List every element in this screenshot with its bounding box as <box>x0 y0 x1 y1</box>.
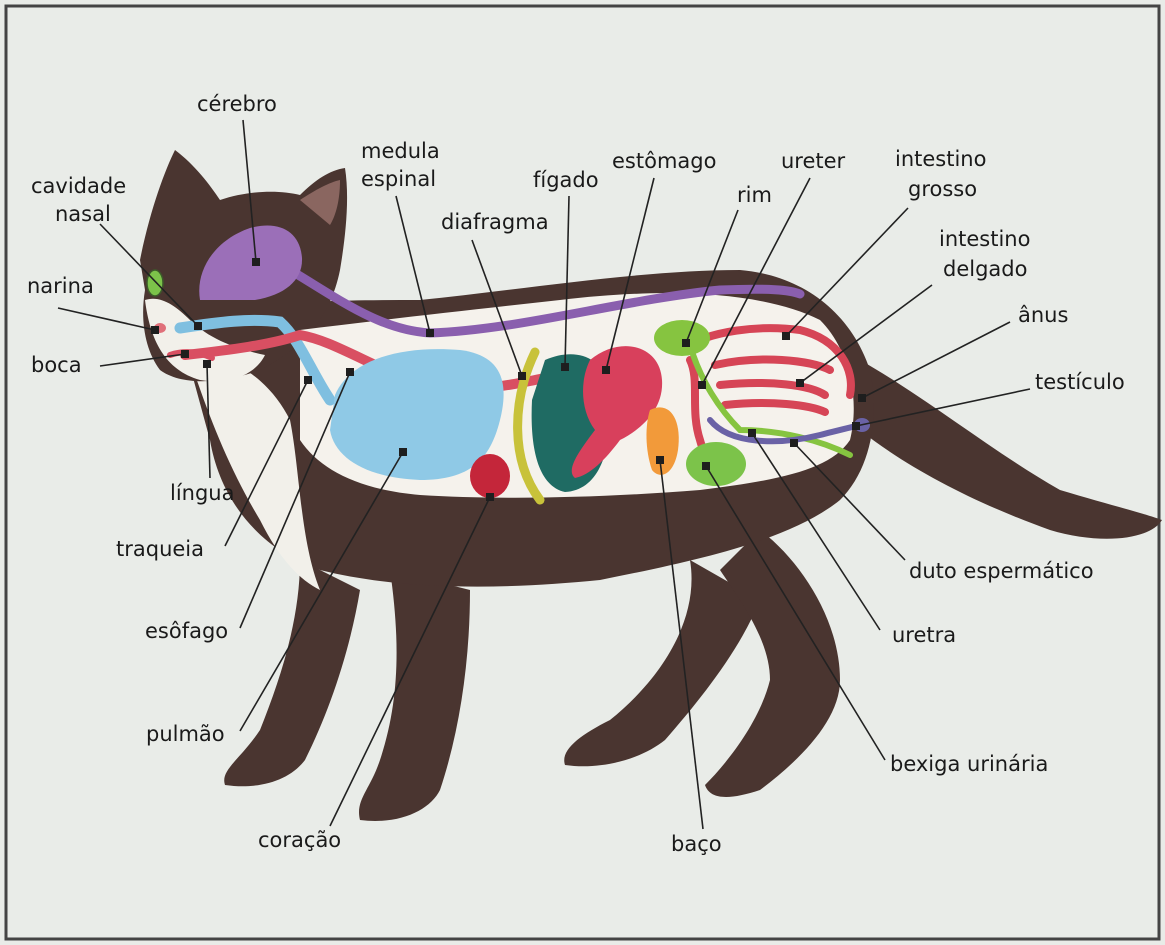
label-diafragma: diafragma <box>441 210 549 234</box>
dot-rim <box>682 339 690 347</box>
dot-narina <box>151 326 159 334</box>
label-intestino-delgado-1: intestino <box>939 227 1030 251</box>
dot-duto-espermatico <box>790 439 798 447</box>
cat-front-leg-front <box>359 570 470 821</box>
label-baco: baço <box>671 832 722 856</box>
label-lingua: língua <box>170 481 235 505</box>
label-medula: medula <box>361 139 440 163</box>
dot-traqueia <box>304 376 312 384</box>
urinary-bladder <box>686 442 746 486</box>
label-nasal: nasal <box>55 202 111 226</box>
dot-diafragma <box>518 372 526 380</box>
label-cavidade: cavidade <box>31 174 126 198</box>
cat-eye <box>147 270 163 296</box>
label-anus: ânus <box>1018 303 1068 327</box>
label-duto-espermatico: duto espermático <box>909 559 1094 583</box>
leader-narina <box>58 308 155 330</box>
label-ureter: ureter <box>781 149 846 173</box>
leader-anus <box>862 322 1010 398</box>
dot-testiculo <box>852 422 860 430</box>
dot-esofago <box>346 368 354 376</box>
label-bexiga-urinaria: bexiga urinária <box>890 752 1048 776</box>
kidney <box>654 320 710 356</box>
dot-ureter <box>698 381 706 389</box>
dot-intestino-delgado <box>796 379 804 387</box>
label-boca: boca <box>31 353 82 377</box>
label-intestino-delgado-2: delgado <box>943 257 1027 281</box>
label-pulmao: pulmão <box>146 722 225 746</box>
dot-estomago <box>602 366 610 374</box>
label-uretra: uretra <box>892 623 956 647</box>
label-estomago: estômago <box>612 149 716 173</box>
dot-figado <box>561 363 569 371</box>
label-espinal: espinal <box>361 167 436 191</box>
dot-cavidade-nasal <box>194 322 202 330</box>
dot-lingua <box>203 360 211 368</box>
dot-boca <box>181 350 189 358</box>
label-intestino-grosso-1: intestino <box>895 147 986 171</box>
cat-front-leg-back <box>224 560 360 786</box>
label-testiculo: testículo <box>1035 370 1125 394</box>
dot-intestino-grosso <box>782 332 790 340</box>
label-esofago: esôfago <box>145 619 228 643</box>
heart <box>470 454 510 498</box>
label-intestino-grosso-2: grosso <box>908 177 977 201</box>
label-traqueia: traqueia <box>116 537 204 561</box>
label-rim: rim <box>737 183 772 207</box>
label-figado: fígado <box>533 168 599 192</box>
dot-cerebro <box>252 258 260 266</box>
cat-hind-leg-front <box>705 530 840 797</box>
label-narina: narina <box>27 274 94 298</box>
dot-anus <box>858 394 866 402</box>
label-cerebro: cérebro <box>197 92 277 116</box>
dot-pulmao <box>399 448 407 456</box>
dot-coracao <box>486 493 494 501</box>
label-coracao: coração <box>258 828 341 852</box>
dot-baco <box>656 456 664 464</box>
dot-bexiga-urinaria <box>702 462 710 470</box>
dot-uretra <box>748 429 756 437</box>
dot-medula <box>426 329 434 337</box>
cat-hind-leg-back <box>564 560 760 766</box>
